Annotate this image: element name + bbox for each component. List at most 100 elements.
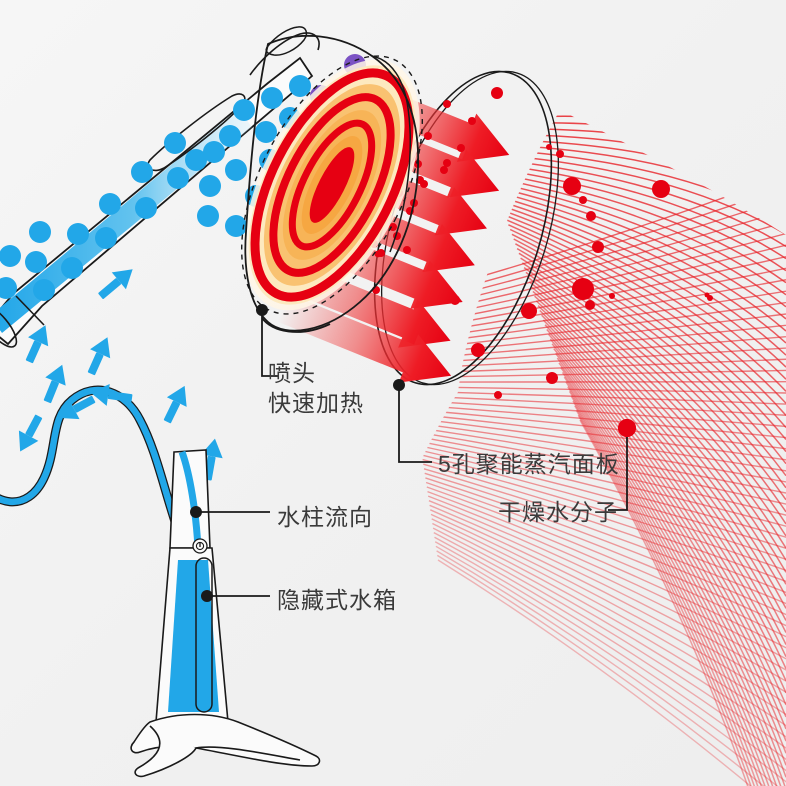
steam-line — [432, 522, 786, 742]
steam-line — [433, 531, 786, 765]
heating-panel — [240, 55, 424, 315]
steam-line — [560, 367, 786, 778]
steam-line — [428, 500, 786, 686]
steam-line — [502, 209, 786, 380]
steam-line — [549, 338, 786, 706]
steam-line — [575, 410, 786, 786]
steam-line — [485, 162, 786, 260]
steam-arrow — [276, 293, 452, 383]
leader-line-panel — [398, 389, 432, 463]
steam-line — [574, 405, 786, 786]
leader-dot-panel — [393, 379, 405, 391]
steam-line — [544, 324, 786, 670]
steam-line — [501, 204, 786, 368]
steam-line — [568, 390, 786, 786]
steam-line — [416, 417, 786, 477]
steam-spray-lines — [397, 115, 786, 786]
steam-line — [423, 468, 786, 605]
leader-line-nozzle — [261, 314, 278, 377]
steam-line — [535, 300, 786, 609]
steam-line — [418, 436, 786, 524]
steam-line — [425, 481, 786, 640]
steam-line — [424, 472, 786, 617]
steam-line — [555, 352, 786, 742]
steam-line — [417, 427, 786, 500]
steam-line — [415, 413, 786, 465]
steam-line — [432, 527, 786, 754]
steam-line — [515, 243, 786, 465]
steam-line — [434, 541, 786, 786]
leader-dot-nozzle — [256, 304, 268, 316]
label-water-flow: 水柱流向 — [277, 504, 373, 530]
steam-line — [414, 404, 786, 442]
steam-line — [431, 518, 786, 731]
steam-line — [436, 554, 786, 786]
steam-line — [513, 238, 786, 453]
shower-head-shell — [244, 34, 420, 333]
steam-line — [541, 314, 786, 645]
label-leaders — [190, 304, 636, 602]
steam-line — [414, 408, 786, 454]
label-steam-panel: 5孔聚能蒸汽面板 — [438, 451, 620, 477]
steam-line — [579, 419, 786, 786]
leader-dot-molecules — [618, 419, 636, 437]
label-hidden-tank: 隐藏式水箱 — [277, 587, 397, 613]
steam-line — [570, 395, 786, 786]
steam-line — [437, 559, 786, 786]
label-nozzle: 喷头 快速加热 — [268, 360, 364, 416]
steam-line — [532, 290, 786, 585]
steam-line — [567, 386, 786, 786]
steam-line — [537, 305, 786, 621]
steam-line — [577, 414, 786, 786]
steam-line — [511, 233, 786, 440]
steam-line — [436, 550, 786, 786]
steam-line — [434, 536, 786, 776]
steam-line — [411, 386, 786, 395]
steam-line — [418, 431, 786, 512]
steam-line — [419, 440, 786, 535]
leader-line-molecules — [608, 432, 628, 511]
steam-line — [534, 295, 786, 597]
steam-line — [416, 422, 786, 489]
steam-line — [412, 395, 786, 418]
steam-line — [427, 495, 786, 674]
steam-line — [425, 477, 786, 628]
steam-line — [506, 219, 786, 404]
steam-line — [494, 185, 786, 320]
steam-line — [508, 224, 786, 416]
steam-line — [423, 463, 786, 594]
steam-line — [421, 454, 786, 570]
steam-line — [565, 381, 786, 786]
steam-line — [558, 362, 786, 766]
water-flow-arrows — [18, 269, 223, 481]
steam-line — [430, 513, 786, 720]
stand-base — [130, 713, 321, 778]
leader-dot-tank — [201, 590, 213, 602]
steam-line — [542, 319, 786, 658]
steam-line — [429, 504, 786, 697]
steam-line — [516, 247, 786, 477]
steam-line — [546, 328, 786, 682]
leader-dot-waterflow — [190, 506, 202, 518]
steam-line — [497, 195, 786, 344]
steam-line — [509, 228, 786, 428]
steam-line — [430, 509, 786, 708]
steam-line — [422, 458, 786, 582]
steam-line — [572, 400, 786, 786]
steam-line — [426, 486, 786, 651]
steam-line — [409, 369, 786, 379]
steam-line — [413, 399, 786, 430]
steam-line — [427, 490, 786, 663]
steam-line — [561, 371, 786, 786]
steam-line — [496, 190, 786, 332]
steam-line — [411, 390, 786, 406]
steam-line — [421, 449, 786, 559]
steam-line — [527, 276, 786, 549]
steam-line — [435, 545, 786, 786]
steam-line — [553, 348, 786, 730]
label-dry-molecules: 干燥水分子 — [498, 499, 618, 525]
steam-line — [551, 343, 786, 718]
steam-line — [528, 281, 786, 561]
